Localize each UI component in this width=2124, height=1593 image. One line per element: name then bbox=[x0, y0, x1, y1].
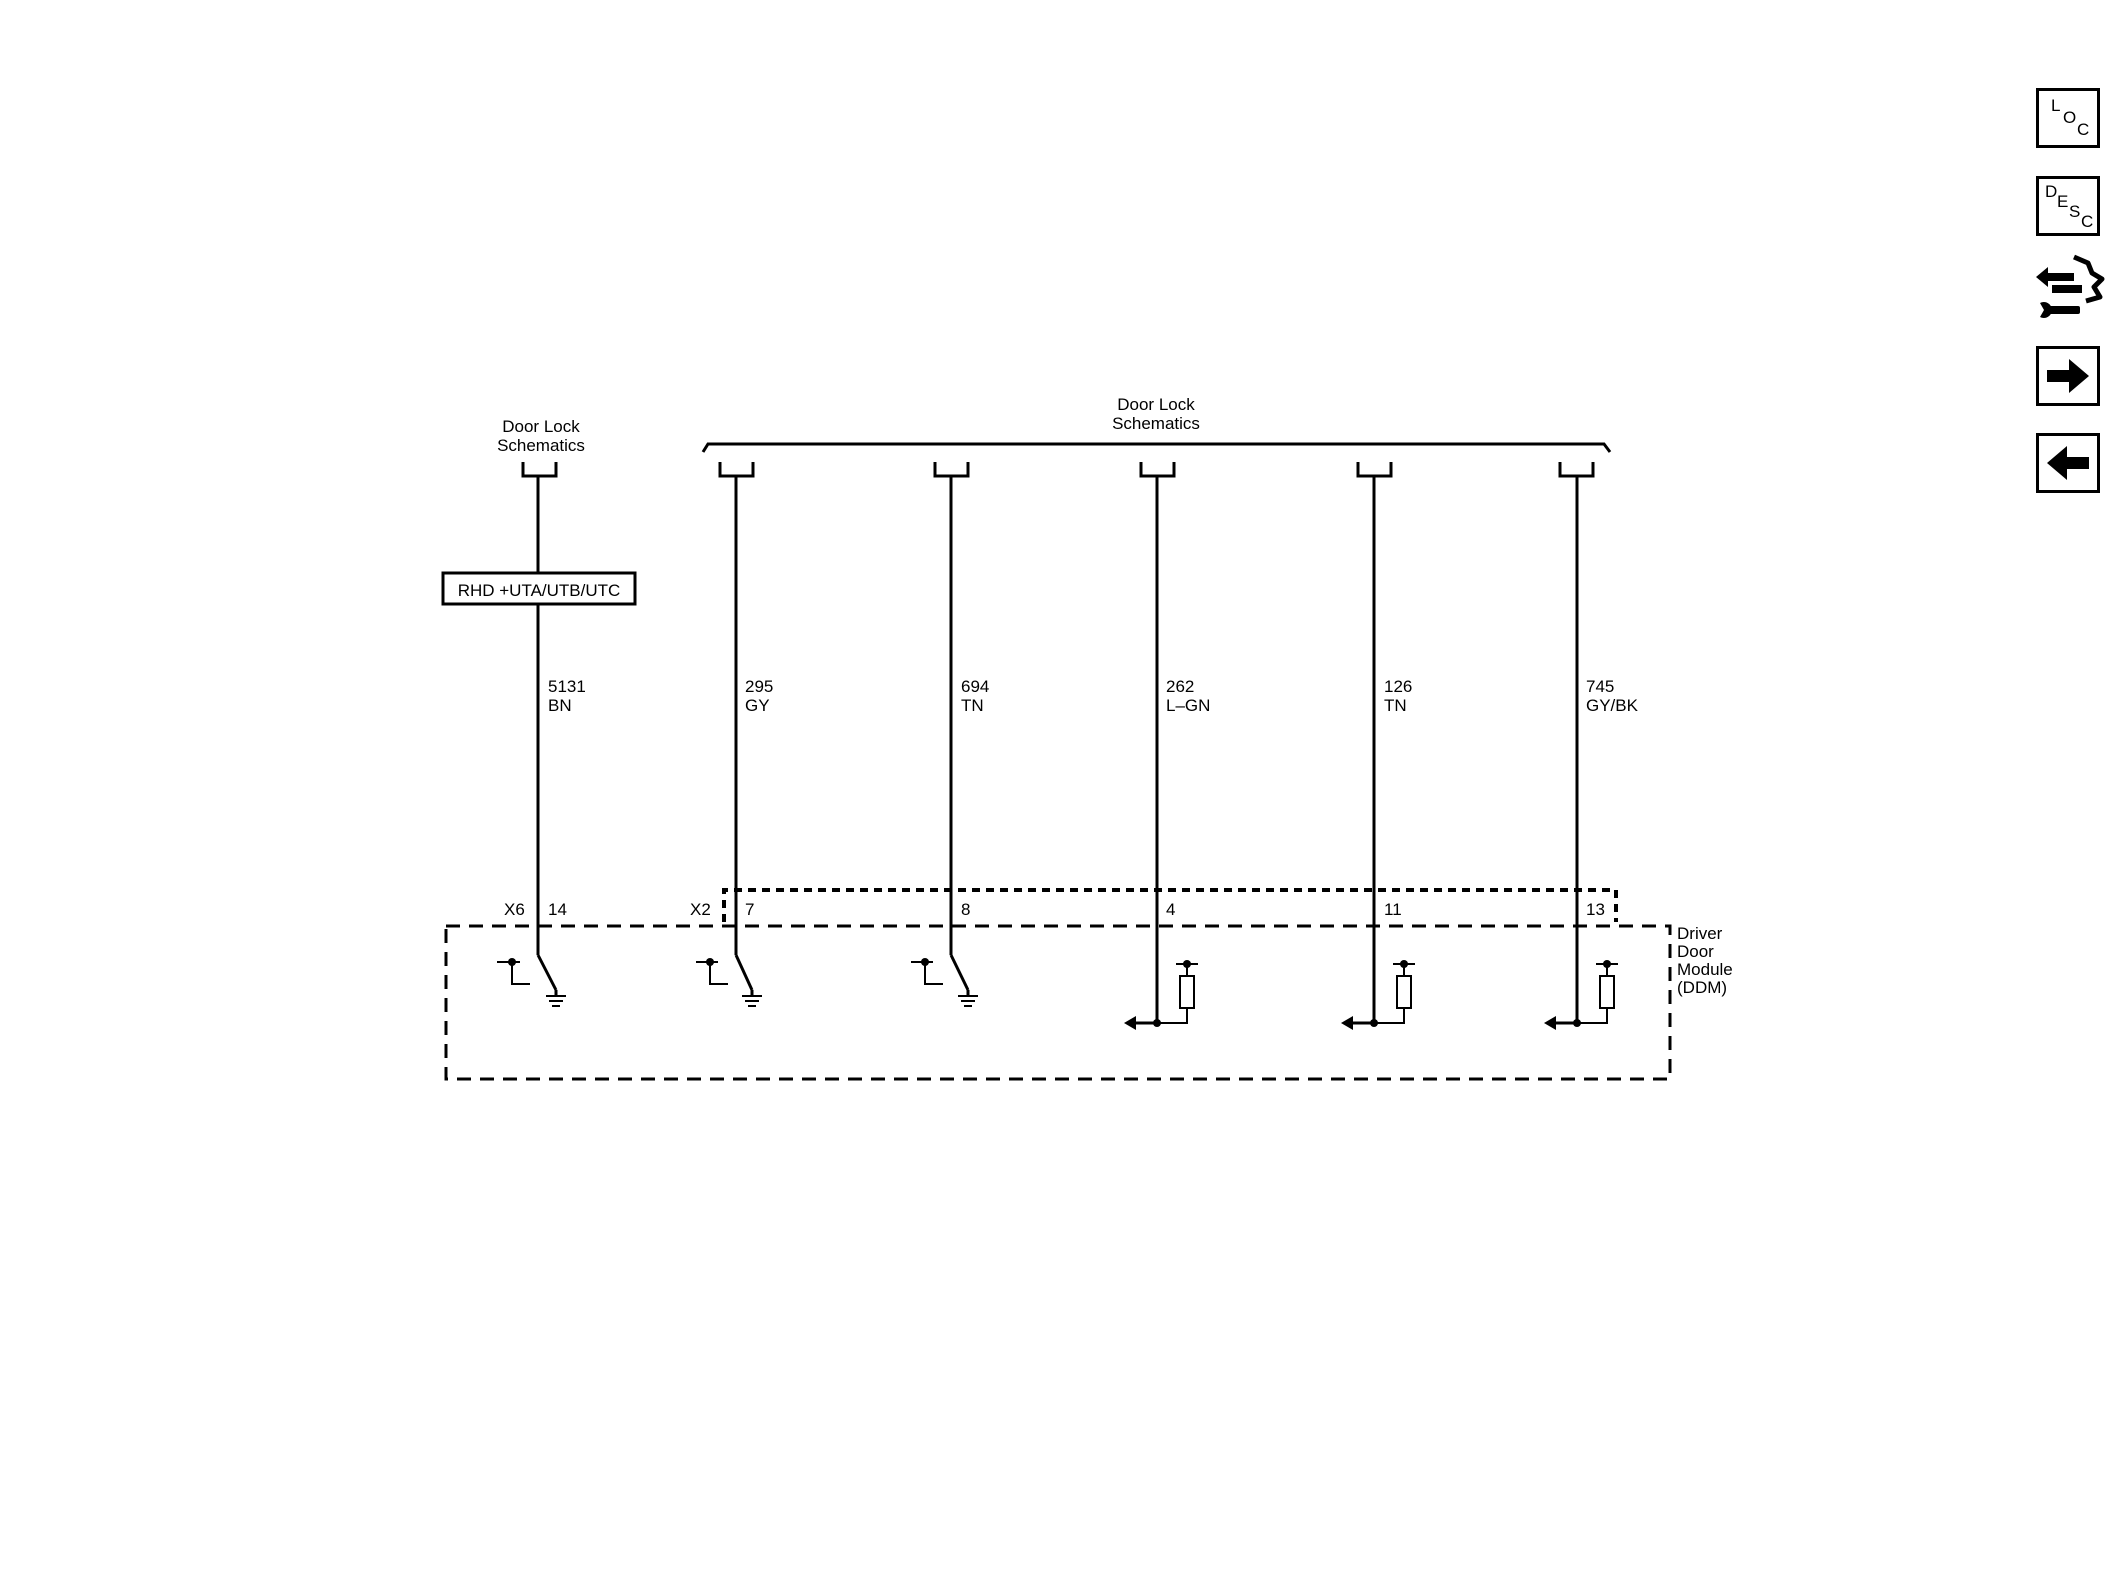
arrow-left-icon bbox=[2047, 446, 2089, 480]
input-resistor-symbol-13 bbox=[1544, 960, 1618, 1030]
arrow-right-icon bbox=[2047, 359, 2089, 393]
desc-letter-s: S bbox=[2069, 202, 2081, 221]
circuit-number-126: 126 bbox=[1384, 677, 1412, 696]
ref-connector-262 bbox=[1139, 462, 1176, 478]
option-box-label: RHD +UTA/UTB/UTC bbox=[458, 581, 621, 600]
pin-8: 8 bbox=[961, 900, 970, 919]
wire-color-tn-2: TN bbox=[1384, 696, 1407, 715]
module-label-line2: Door bbox=[1677, 942, 1714, 961]
right-ref-brace bbox=[701, 442, 1612, 453]
loc-letter-o: O bbox=[2063, 108, 2077, 127]
circuit-number-262: 262 bbox=[1166, 677, 1194, 696]
loc-letter-l: L bbox=[2051, 96, 2061, 115]
ddm-module-outline bbox=[444, 924, 1672, 1081]
desc-letter-e: E bbox=[2057, 192, 2069, 211]
connector-wrench-icon[interactable] bbox=[2030, 253, 2110, 325]
loc-button[interactable]: L O C bbox=[2036, 88, 2100, 148]
pin-11: 11 bbox=[1384, 900, 1402, 919]
switch-ground-symbol-7 bbox=[696, 954, 762, 1007]
right-ref-label-line1: Door Lock bbox=[1117, 395, 1195, 414]
right-ref-label-line2: Schematics bbox=[1112, 414, 1200, 433]
module-label-line1: Driver bbox=[1677, 924, 1723, 943]
circuit-number-295: 295 bbox=[745, 677, 773, 696]
input-resistor-symbol-4 bbox=[1124, 960, 1198, 1030]
left-ref-label-line2: Schematics bbox=[497, 436, 585, 455]
wire-color-tn: TN bbox=[961, 696, 984, 715]
ref-connector-694 bbox=[933, 462, 970, 478]
circuit-number-694: 694 bbox=[961, 677, 989, 696]
circuit-number-745: 745 bbox=[1586, 677, 1614, 696]
left-ref-label-line1: Door Lock bbox=[502, 417, 580, 436]
wire-color-gy: GY bbox=[745, 696, 770, 715]
switch-ground-symbol-8 bbox=[911, 954, 978, 1007]
switch-ground-symbol-14 bbox=[497, 954, 566, 1007]
loc-letter-c: C bbox=[2077, 120, 2090, 139]
wire-color-bn: BN bbox=[548, 696, 572, 715]
connector-x6: X6 bbox=[504, 900, 525, 919]
ref-connector-295 bbox=[718, 462, 755, 478]
wire-color-gy-bk: GY/BK bbox=[1586, 696, 1639, 715]
pin-14: 14 bbox=[548, 900, 567, 919]
ref-connector-745 bbox=[1558, 462, 1595, 478]
next-button[interactable] bbox=[2036, 346, 2100, 406]
prev-button[interactable] bbox=[2036, 433, 2100, 493]
desc-letter-d: D bbox=[2045, 182, 2058, 201]
input-resistor-symbol-11 bbox=[1341, 960, 1415, 1030]
pin-4: 4 bbox=[1166, 900, 1175, 919]
module-label-line3: Module bbox=[1677, 960, 1733, 979]
x2-connector-outline bbox=[722, 888, 1618, 922]
circuit-number-5131: 5131 bbox=[548, 677, 586, 696]
pin-13: 13 bbox=[1586, 900, 1605, 919]
desc-button[interactable]: D E S C bbox=[2036, 176, 2100, 236]
wire-color-l-gn: L–GN bbox=[1166, 696, 1210, 715]
connector-x2: X2 bbox=[690, 900, 711, 919]
left-ref-connector bbox=[521, 462, 558, 478]
module-label-line4: (DDM) bbox=[1677, 978, 1727, 997]
ref-connector-126 bbox=[1356, 462, 1393, 478]
desc-letter-c: C bbox=[2081, 212, 2094, 231]
pin-7: 7 bbox=[745, 900, 754, 919]
